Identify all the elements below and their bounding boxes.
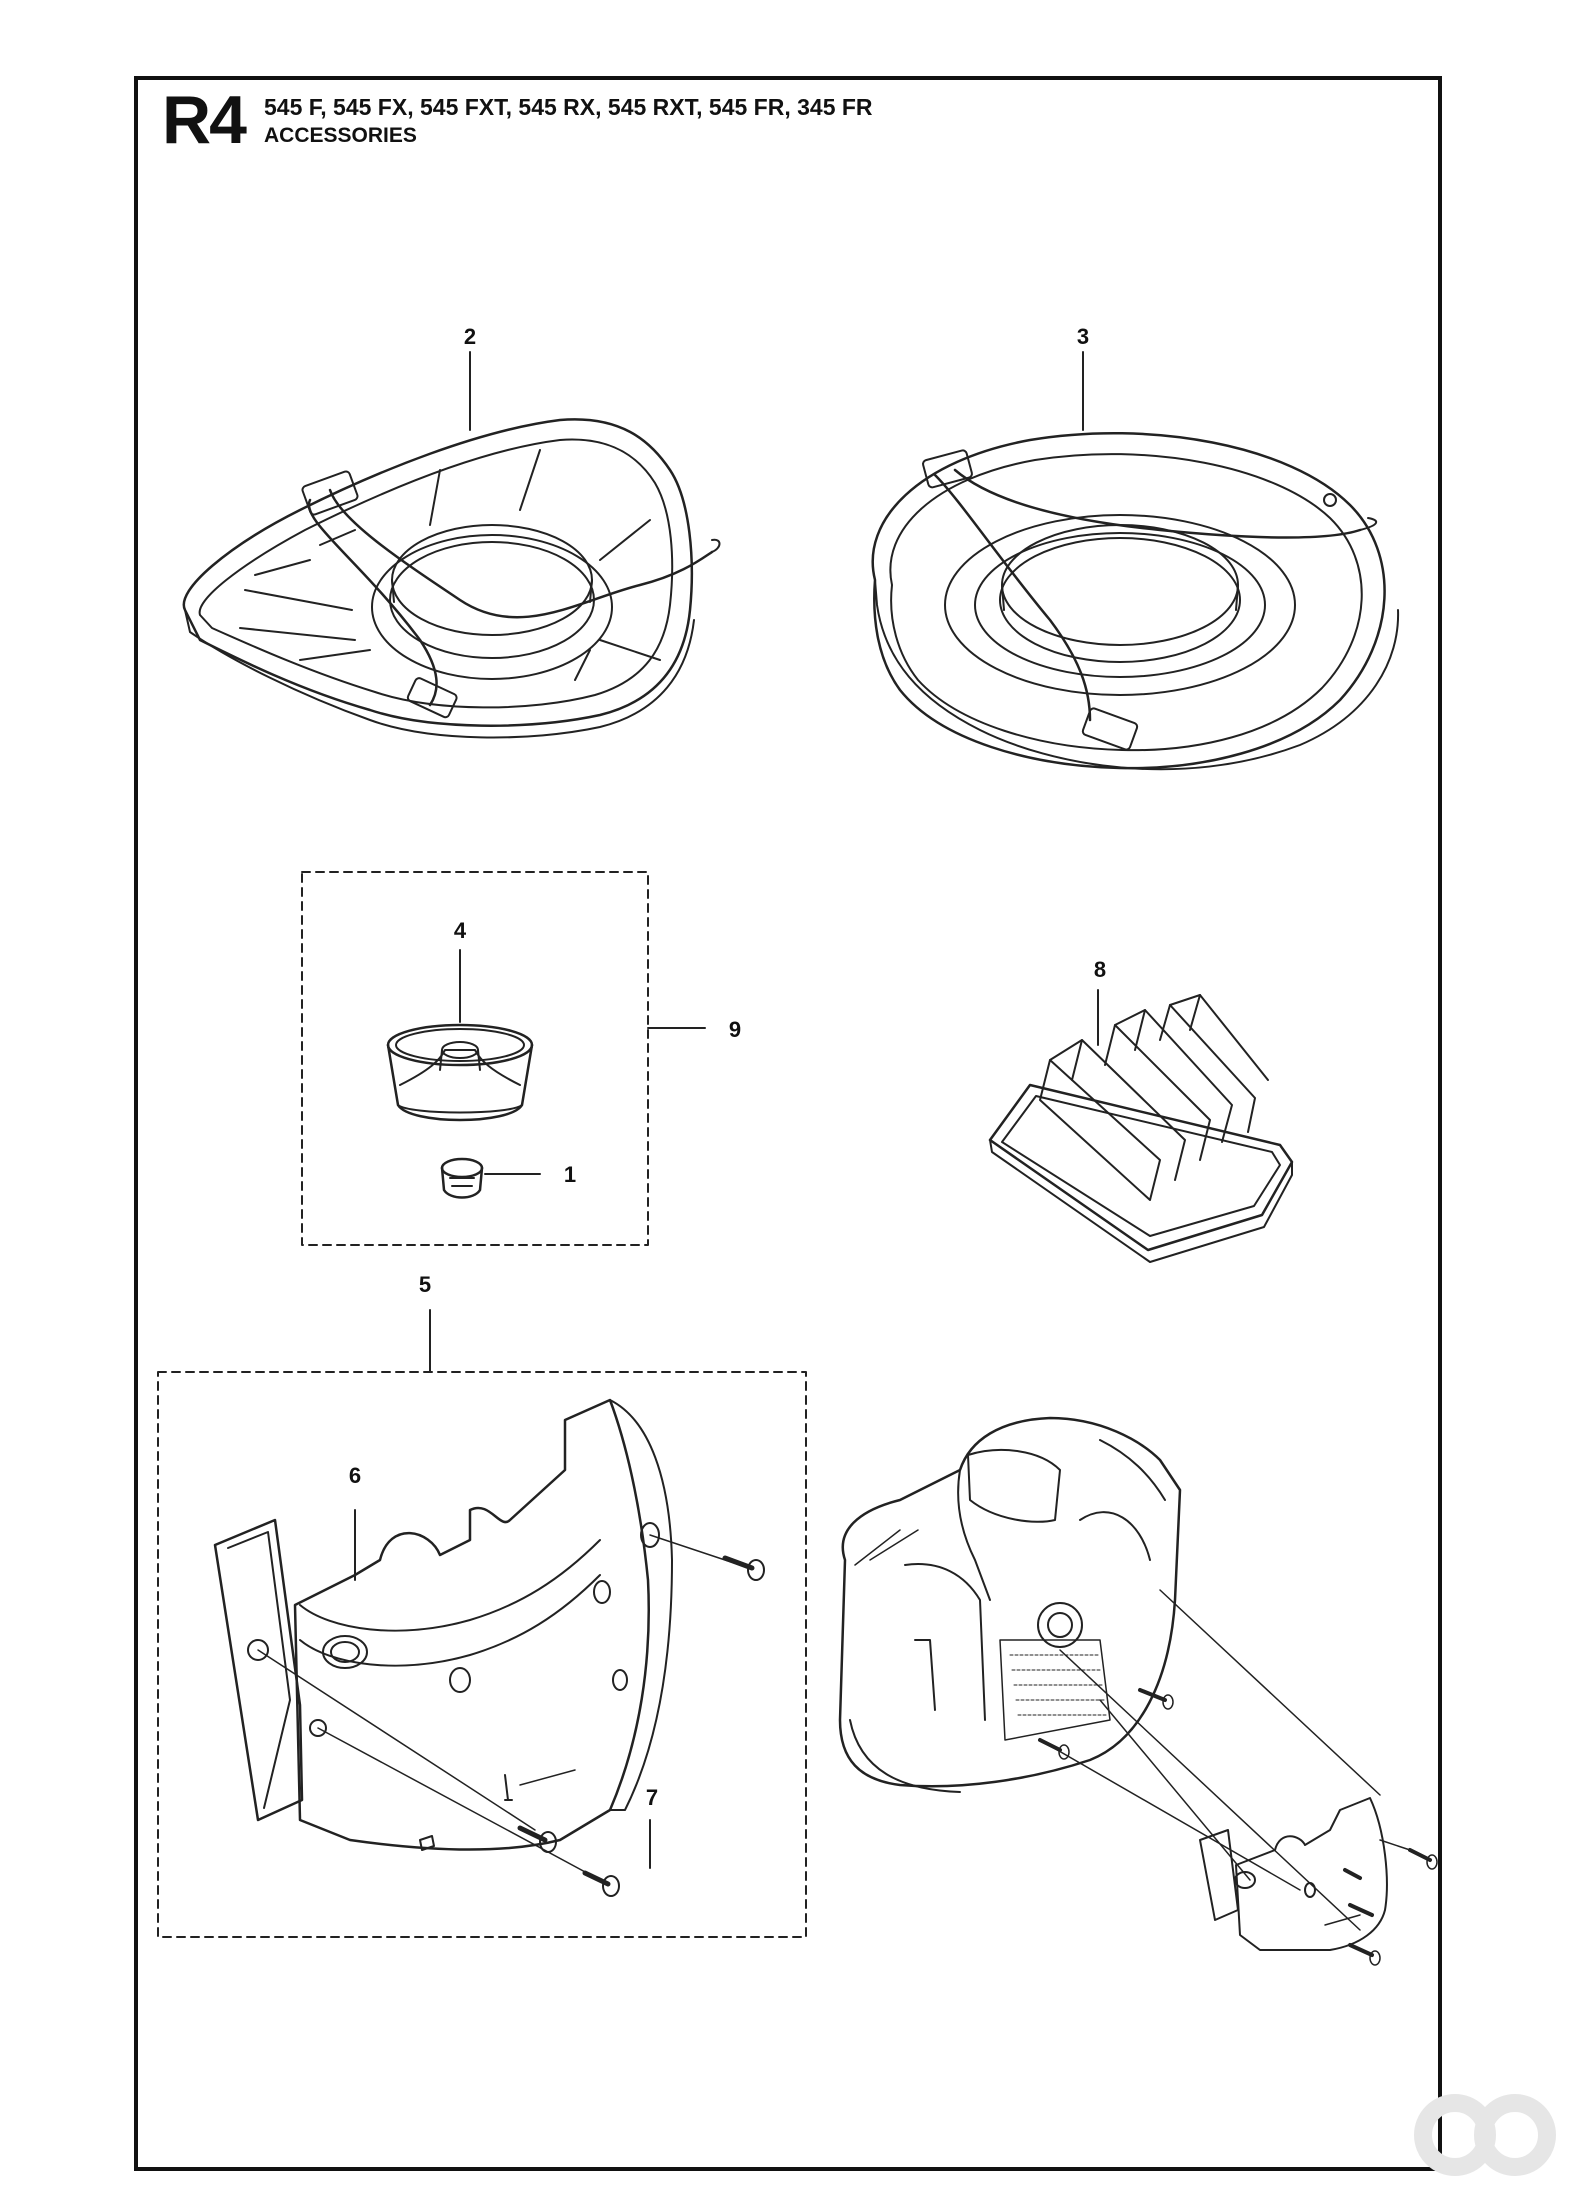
part-2-guard bbox=[182, 418, 721, 739]
engine-assembly bbox=[838, 1416, 1182, 1793]
callout-1: 1 bbox=[563, 1162, 577, 1187]
callout-3: 3 bbox=[1076, 324, 1090, 349]
logo-icon bbox=[1414, 2094, 1556, 2176]
part-3-guard bbox=[871, 432, 1400, 771]
page-code: R4 bbox=[162, 82, 247, 158]
part-4-cup bbox=[386, 1023, 534, 1122]
model-list: 545 F, 545 FX, 545 FXT, 545 RX, 545 RXT,… bbox=[264, 94, 873, 120]
engine-screws bbox=[1038, 1589, 1438, 1966]
kit-5-box bbox=[157, 1371, 807, 1938]
part-6-cover bbox=[213, 1398, 673, 1851]
small-cover bbox=[1199, 1797, 1388, 1951]
kit-9-box bbox=[301, 871, 649, 1246]
part-8-air-filter bbox=[988, 994, 1294, 1263]
page-frame bbox=[134, 76, 1442, 2171]
part-7-screws bbox=[257, 1534, 765, 1897]
callout-4: 4 bbox=[453, 918, 467, 943]
section-title: ACCESSORIES bbox=[264, 124, 417, 147]
part-1-nut bbox=[440, 1157, 484, 1199]
callout-7: 7 bbox=[645, 1785, 659, 1810]
callout-2: 2 bbox=[463, 324, 477, 349]
callout-6: 6 bbox=[348, 1463, 362, 1488]
callout-8: 8 bbox=[1093, 957, 1107, 982]
callout-5: 5 bbox=[418, 1272, 432, 1297]
callout-9: 9 bbox=[728, 1017, 742, 1042]
